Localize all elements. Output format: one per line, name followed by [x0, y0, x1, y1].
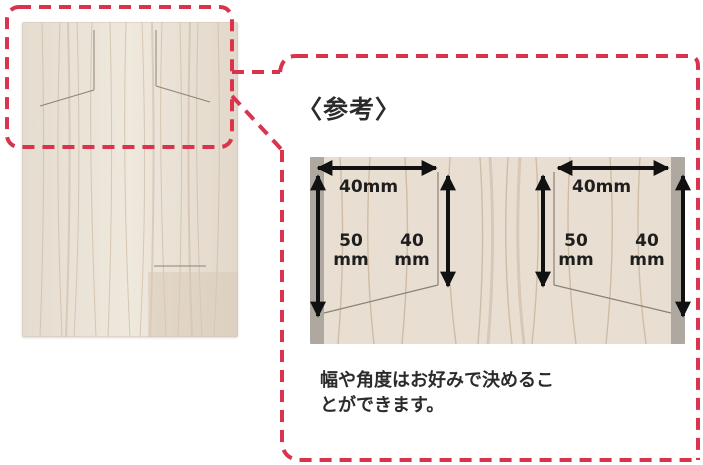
left-outer-dimension: 50 mm [331, 232, 371, 270]
left-outer-number: 50 [339, 231, 363, 251]
right-outer-number: 50 [564, 231, 588, 251]
wood-board-photo [22, 22, 238, 337]
note-text: 幅や角度はお好みで決めるこ とができます。 [320, 368, 690, 418]
left-inner-unit: mm [394, 250, 430, 270]
right-inner-dimension: 40 mm [627, 232, 667, 270]
right-inner-unit: mm [629, 250, 665, 270]
note-line-2: とができます。 [320, 395, 445, 416]
reference-heading: 〈参考〉 [297, 95, 402, 124]
right-outer-dimension: 50 mm [556, 232, 596, 270]
right-outer-unit: mm [558, 250, 594, 270]
right-inner-number: 40 [635, 231, 659, 251]
wood-board-image [22, 22, 238, 337]
left-width-label: 40mm [339, 177, 399, 197]
callout-connector [230, 70, 284, 152]
left-outer-unit: mm [333, 250, 369, 270]
left-inner-dimension: 40 mm [392, 232, 432, 270]
note-line-1: 幅や角度はお好みで決めるこ [320, 370, 554, 391]
left-inner-number: 40 [400, 231, 424, 251]
right-width-label: 40mm [572, 177, 632, 197]
